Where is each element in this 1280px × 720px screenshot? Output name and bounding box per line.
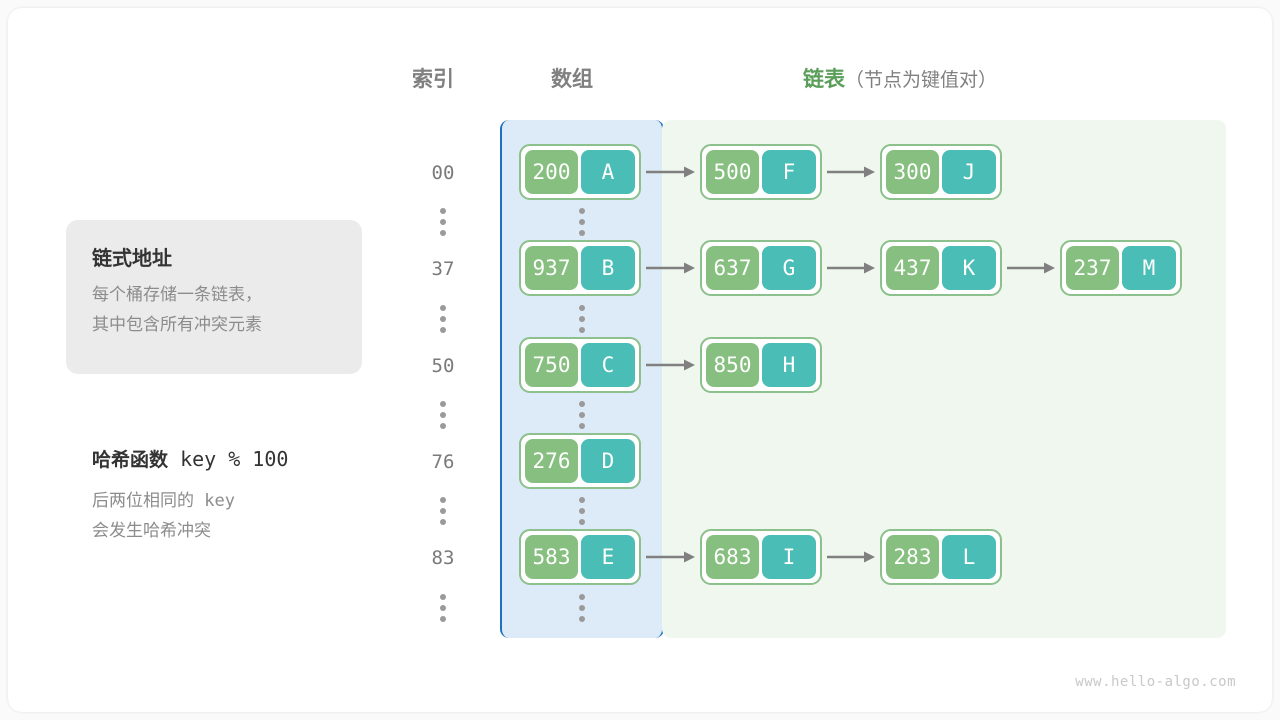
node-value: M [1122,246,1176,290]
chain-arrow-icon [646,165,695,179]
node-key: 850 [706,343,760,387]
node-key: 750 [525,343,579,387]
watermark: www.hello-algo.com [1075,674,1236,690]
header-array: 数组 [551,68,593,91]
note-body: 每个桶存储一条链表， 其中包含所有冲突元素 [92,285,262,334]
node-value: F [762,150,816,194]
node-key: 276 [525,439,579,483]
node-key: 683 [706,535,760,579]
header-linked-list-sub: （节点为键值对） [845,70,998,91]
chain-arrow-icon [1007,261,1055,275]
bucket-index-label: 37 [431,258,455,280]
node-value: K [942,246,996,290]
bucket-index-label: 83 [431,547,455,569]
ellipsis-index-0 [412,208,474,241]
node-key: 937 [525,246,579,290]
chain-arrow-icon [646,358,695,372]
bucket-index-label: 50 [431,355,455,377]
ellipsis-index-4 [412,594,474,627]
chain-arrow-icon [827,261,875,275]
bucket-index-label: 00 [431,162,455,184]
ellipsis-index-3 [412,497,474,530]
node-value: B [581,246,635,290]
hash-body-line1-mono: key [204,491,235,511]
bucket-index-label: 76 [431,451,455,473]
node-key: 200 [525,150,579,194]
node-value: L [942,535,996,579]
chain-arrow-icon [646,261,695,275]
hash-function-body: 后两位相同的 key 会发生哈希冲突 [92,486,235,546]
node-value: G [762,246,816,290]
node-value: I [762,535,816,579]
note-title: 链式地址 [92,248,172,270]
node-value: E [581,535,635,579]
hash-function-title-prefix: 哈希函数 [92,450,169,471]
ellipsis-array-3 [551,497,613,530]
hash-body-line2: 会发生哈希冲突 [92,521,211,540]
header-linked-list: 链表（节点为键值对） [803,63,997,93]
header-linked-list-strong: 链表 [803,68,845,91]
node-value: H [762,343,816,387]
node-key: 637 [706,246,760,290]
node-value: D [581,439,635,483]
node-key: 237 [1066,246,1120,290]
diagram-canvas: 索引 数组 链表（节点为键值对） 链式地址 每个桶存储一条链表， 其中包含所有冲… [8,8,1272,712]
ellipsis-array-4 [551,594,613,627]
chain-arrow-icon [827,165,875,179]
ellipsis-index-2 [412,401,474,434]
ellipsis-array-0 [551,208,613,241]
note-card: 链式地址 每个桶存储一条链表， 其中包含所有冲突元素 [66,220,362,374]
hash-function-expression: key % 100 [180,447,289,471]
ellipsis-array-2 [551,401,613,434]
node-key: 300 [886,150,940,194]
chain-arrow-icon [646,550,695,564]
node-value: J [942,150,996,194]
node-value: C [581,343,635,387]
node-key: 283 [886,535,940,579]
ellipsis-index-1 [412,305,474,338]
header-index: 索引 [412,68,454,91]
node-key: 583 [525,535,579,579]
ellipsis-array-1 [551,305,613,338]
hash-body-line1-prefix: 后两位相同的 [92,491,194,510]
node-key: 437 [886,246,940,290]
node-value: A [581,150,635,194]
chain-arrow-icon [827,550,875,564]
node-key: 500 [706,150,760,194]
hash-function-title: 哈希函数 key % 100 [92,445,288,472]
